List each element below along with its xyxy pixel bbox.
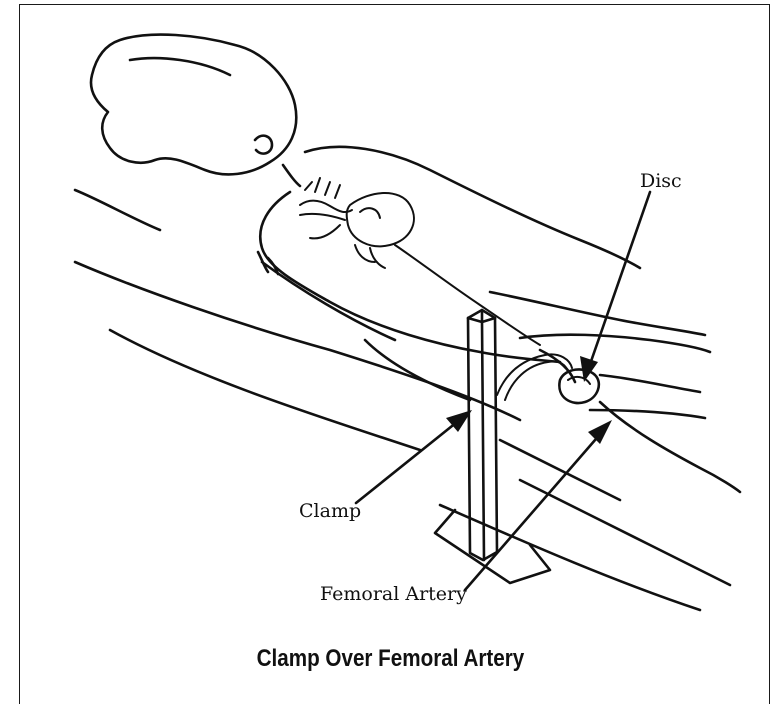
label-clamp: Clamp xyxy=(299,500,361,522)
ear xyxy=(255,136,272,154)
leg-mid xyxy=(590,410,705,418)
abdomen-line xyxy=(490,292,705,335)
hip-line xyxy=(520,335,710,352)
neck xyxy=(283,165,300,186)
label-disc: Disc xyxy=(640,170,682,192)
disc-arrow xyxy=(580,192,650,382)
thigh-line xyxy=(500,440,620,500)
shoulder-line xyxy=(305,147,640,268)
label-femoral-artery: Femoral Artery xyxy=(320,583,467,605)
femoral-artery-arrow xyxy=(465,420,612,590)
clamp-base xyxy=(435,510,550,583)
hair-line xyxy=(130,58,230,75)
disc xyxy=(559,369,598,403)
torso-back xyxy=(260,192,560,362)
leg-back xyxy=(520,480,730,585)
leg-upper xyxy=(600,375,700,392)
clamp-bar xyxy=(468,310,497,560)
clamp-arrow xyxy=(356,410,472,503)
heart xyxy=(300,178,414,268)
leg-lower xyxy=(600,402,740,492)
table-lines xyxy=(75,190,700,610)
figure-caption: Clamp Over Femoral Artery xyxy=(55,645,727,673)
